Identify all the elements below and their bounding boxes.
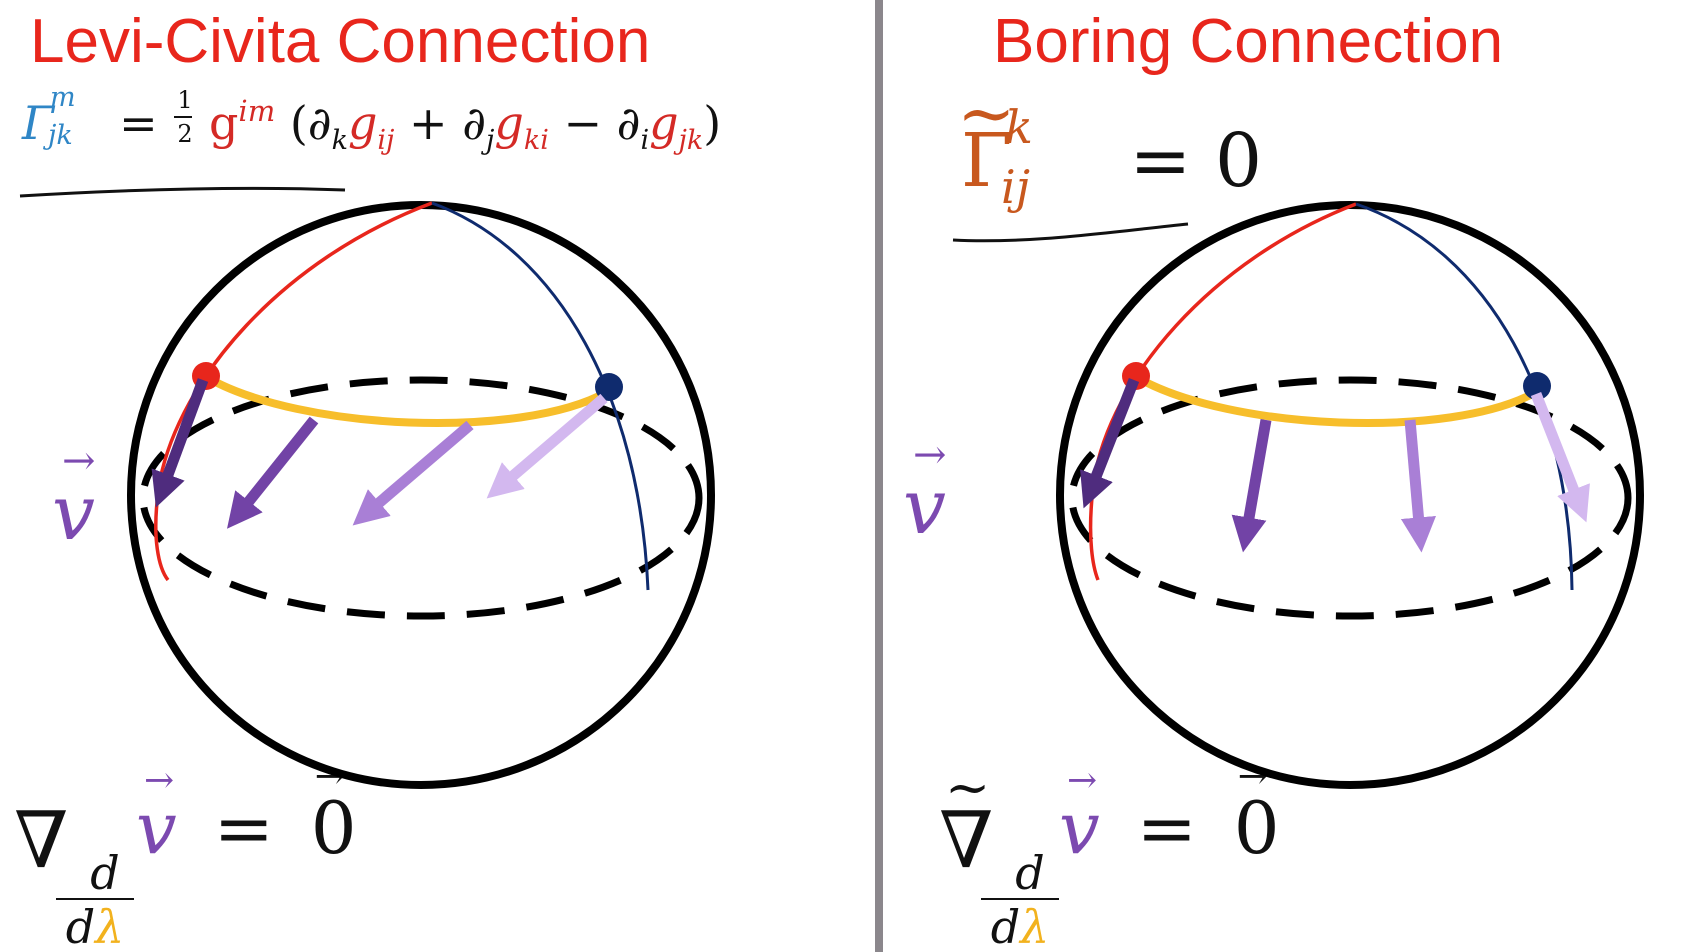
metric-g-jk: g	[649, 96, 679, 150]
gamma-subscript: jk	[48, 120, 73, 151]
covariant-derivative-equation: ~∇	[939, 756, 994, 886]
vector-arrow-accent: →	[62, 438, 96, 484]
gamma-superscript: k	[1005, 100, 1033, 154]
equals-sign: =	[213, 786, 274, 870]
tilde-accent: ~	[957, 72, 1016, 154]
levi-civita-title: Levi-Civita Connection	[30, 7, 651, 76]
vector-arrow-4	[486, 393, 608, 499]
partial-i: ∂	[616, 96, 641, 150]
vector-arrow-3	[1400, 419, 1437, 553]
partial-k: ∂	[307, 96, 332, 150]
formula-underline	[952, 222, 1189, 243]
vector-arrow-4	[1530, 391, 1590, 523]
one-half-fraction: 1 2	[172, 86, 194, 150]
vector-arrow-accent: →	[913, 432, 947, 478]
vector-arrow-2	[1231, 419, 1272, 553]
plus-sign: +	[409, 96, 448, 150]
d-numerator: d	[1015, 846, 1045, 900]
equals-sign: =	[1136, 786, 1197, 870]
boring-connection-panel: Boring Connection ~ Γ k ij = 0 → v ~∇ d …	[883, 0, 1696, 952]
end-point	[595, 373, 623, 401]
inverse-metric: gim	[208, 94, 276, 150]
half-denominator: 2	[177, 120, 193, 148]
open-paren: (	[289, 96, 308, 150]
end-point	[1523, 372, 1551, 400]
equator-dashed	[1068, 376, 1632, 620]
partial-j: ∂	[462, 96, 487, 150]
d-d-lambda-fraction: d dλ	[981, 846, 1059, 952]
equals-sign: =	[1129, 118, 1192, 204]
panel-divider	[875, 0, 883, 952]
minus-sign: −	[563, 96, 603, 150]
metric-g-ki: g	[494, 96, 524, 150]
lambda-symbol: λ	[95, 900, 125, 952]
zero-vector: →0	[310, 756, 357, 870]
covariant-derivative-equation: ∇	[14, 796, 68, 886]
vector-arrow-3	[352, 420, 474, 526]
tilde-nabla-symbol: ~∇	[939, 756, 994, 886]
nabla-symbol: ∇	[14, 796, 69, 886]
transport-path	[204, 374, 611, 428]
navy-meridian	[431, 201, 650, 591]
d-denominator: d	[990, 900, 1021, 952]
tilde-gamma-symbol: ~ Γ k ij	[957, 72, 1033, 214]
red-meridian	[154, 201, 433, 582]
vector-v-label: → v	[903, 432, 947, 551]
close-paren: )	[703, 96, 722, 150]
vector-arrow-1	[1080, 377, 1140, 509]
equals-sign: =	[119, 96, 158, 150]
lambda-symbol: λ	[1020, 900, 1050, 952]
gamma-subscript: ij	[1001, 160, 1030, 214]
inverse-metric-superscript: im	[238, 94, 276, 128]
equator-dashed	[139, 376, 703, 620]
metric-g-ij: g	[347, 96, 378, 150]
vector-v-symbol: →v	[136, 760, 177, 870]
vector-v-label: → v	[52, 438, 96, 557]
sphere-outline	[1056, 201, 1644, 789]
half-numerator: 1	[177, 86, 193, 114]
d-numerator: d	[90, 846, 120, 900]
sphere-outline	[127, 201, 715, 789]
zero-value: 0	[1214, 118, 1263, 204]
boring-christoffel-formula: ~ Γ k ij = 0	[957, 72, 1263, 214]
d-denominator: d	[65, 900, 96, 952]
transport-path	[1134, 374, 1540, 428]
equation-rhs: →v = →0	[136, 756, 357, 870]
left-sphere	[127, 201, 715, 789]
equation-rhs: →v = →0	[1059, 756, 1280, 870]
d-d-lambda-fraction: d dλ	[56, 846, 134, 952]
vector-arrow-1	[151, 378, 209, 508]
vector-arrow-2	[227, 416, 319, 529]
formula-underline	[19, 186, 346, 198]
vector-v-symbol: →v	[1059, 760, 1100, 870]
boring-connection-title: Boring Connection	[993, 7, 1504, 76]
gamma-superscript: m	[50, 82, 76, 113]
right-sphere	[1056, 201, 1644, 789]
